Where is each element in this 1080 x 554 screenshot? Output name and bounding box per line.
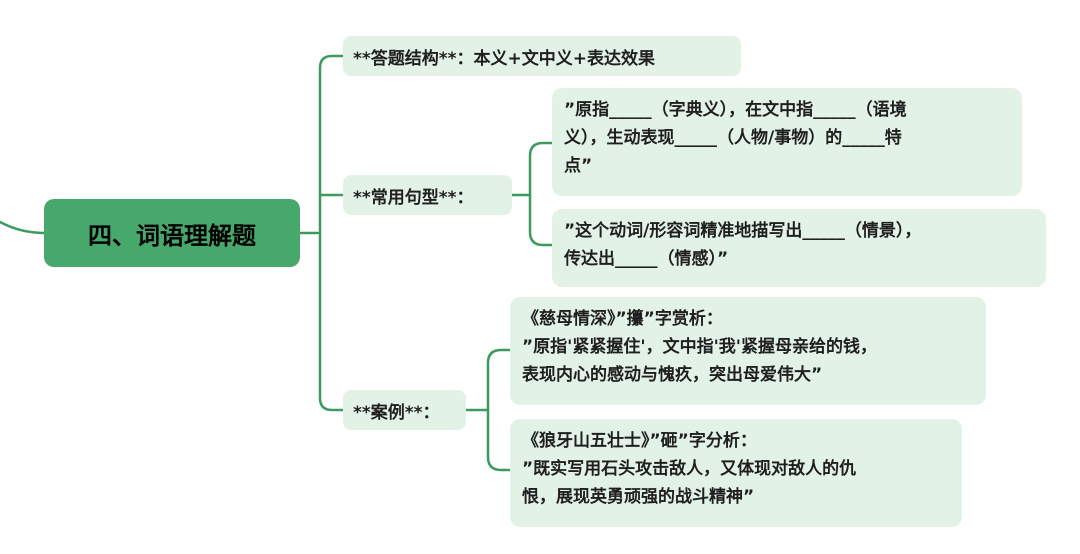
trunk-connector <box>318 54 345 412</box>
leaf-line: ”原指'紧紧握住'，文中指'我'紧握母亲给的钱， <box>522 337 877 357</box>
branch-examples[interactable]: **案例**： <box>343 390 466 430</box>
pattern-2-node[interactable]: ”这个动词/形容词精准地描写出_____（情景）， 传达出_____（情感）” <box>552 209 1046 287</box>
leaf-line: 义），生动表现_____（人物/事物）的_____特 <box>564 128 902 148</box>
branch-label: **案例**： <box>353 402 440 423</box>
branch-3-fork <box>486 348 512 472</box>
example-2-node[interactable]: 《狼牙山五壮士》”砸”字分析： ”既实写用石头攻击敌人，又体现对敌人的仇 恨，展… <box>510 419 962 527</box>
leaf-line: ”原指_____（字典义），在文中指_____（语境 <box>564 100 907 120</box>
leaf-line: ”既实写用石头攻击敌人，又体现对敌人的仇 <box>522 459 857 479</box>
root-label: 四、词语理解题 <box>88 221 256 250</box>
root-node[interactable]: 四、词语理解题 <box>44 199 300 267</box>
branch-common-patterns[interactable]: **常用句型**： <box>343 175 512 215</box>
example-1-node[interactable]: 《慈母情深》”攥”字赏析： ”原指'紧紧握住'，文中指'我'紧握母亲给的钱， 表… <box>510 297 986 405</box>
leaf-line: 表现内心的感动与愧疚，突出母爱伟大” <box>522 365 823 385</box>
branch-answer-structure[interactable]: **答题结构**：本义+文中义+表达效果 <box>343 36 741 76</box>
incoming-connector <box>0 220 46 235</box>
leaf-line: ”这个动词/形容词精准地描写出_____（情景）， <box>564 221 922 241</box>
branch-label: **常用句型**： <box>353 187 474 208</box>
leaf-line: 恨，展现英勇顽强的战斗精神” <box>522 487 755 507</box>
leaf-line: 传达出_____（情感）” <box>564 249 729 269</box>
leaf-line: 《狼牙山五壮士》”砸”字分析： <box>522 431 757 451</box>
branch-2-fork <box>528 141 554 247</box>
leaf-line: 《慈母情深》”攥”字赏析： <box>522 309 723 329</box>
leaf-line: 点” <box>564 156 593 176</box>
pattern-1-node[interactable]: ”原指_____（字典义），在文中指_____（语境 义），生动表现_____（… <box>552 88 1022 196</box>
branch-label: **答题结构**：本义+文中义+表达效果 <box>353 48 656 69</box>
